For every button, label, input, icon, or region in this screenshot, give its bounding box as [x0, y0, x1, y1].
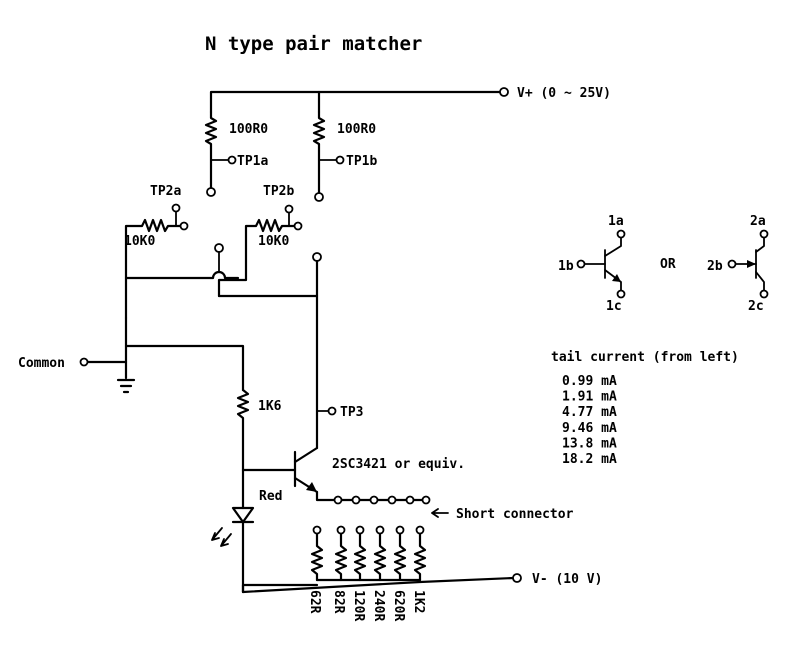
- emitter-arrow-icon: [306, 482, 317, 492]
- tail-current-value: 13.8 mA: [562, 436, 617, 451]
- tail-current-value: 0.99 mA: [562, 374, 617, 389]
- pin-2a-label: 2a: [750, 214, 766, 229]
- common-terminal: [79, 357, 89, 367]
- resistor-100r0-b: 100R0: [312, 110, 376, 195]
- short-connector-terminals-top: [333, 495, 431, 505]
- tail-current-value: 1.91 mA: [562, 390, 617, 405]
- tp3-terminal: [327, 406, 337, 416]
- emitter-resistor-labels: 62R 82R 120R 240R 620R 1K2: [307, 590, 426, 621]
- vminus-rail: V- (10 V): [241, 572, 602, 594]
- resistor-100r0-b-label: 100R0: [337, 122, 376, 137]
- emitter-resistor-label: 240R: [371, 590, 386, 621]
- pin-1a-label: 1a: [608, 214, 624, 229]
- resistor-100r0-a-label: 100R0: [229, 122, 268, 137]
- pin-1b-label: 1b: [558, 259, 574, 274]
- pinout-arrow-icon-1: [612, 274, 621, 282]
- tp1b-label: TP1b: [346, 154, 377, 169]
- vplus-terminal: [499, 87, 509, 97]
- tp1b-terminal: [335, 155, 345, 165]
- resistor-1k6-label: 1K6: [258, 399, 282, 414]
- tail-current-value: 18.2 mA: [562, 452, 617, 467]
- tp1a: TP1a: [206, 154, 268, 197]
- vminus-terminal: [512, 573, 522, 583]
- tp2a-label: TP2a: [150, 184, 181, 199]
- tp3: TP3: [316, 405, 363, 420]
- tp1a-label: TP1a: [237, 154, 268, 169]
- or-label: OR: [660, 257, 676, 272]
- light-arrow-icon-2: [220, 533, 232, 547]
- short-connector-label: Short connector: [456, 507, 574, 522]
- tail-current-heading: tail current (from left): [551, 350, 739, 365]
- resistor-10k0-b-label: 10K0: [258, 234, 289, 249]
- resistor-100r0-a: 100R0: [204, 110, 268, 190]
- resistor-10k0-b: 10K0: [217, 204, 303, 298]
- vplus-rail: V+ (0 ~ 25V): [209, 86, 611, 114]
- tail-current-value: 9.46 mA: [562, 421, 617, 436]
- resistor-1k6: 1K6: [236, 388, 282, 472]
- emitter-resistor-label: 82R: [331, 590, 346, 614]
- emitter-resistor-label: 1K2: [411, 590, 426, 613]
- vplus-label: V+ (0 ~ 25V): [517, 86, 611, 101]
- emitter-resistor-label: 62R: [307, 590, 322, 614]
- pinout-npn-2: 2a 2b 2c: [707, 214, 769, 314]
- tail-current-value: 4.77 mA: [562, 405, 617, 420]
- pin-2b-label: 2b: [707, 259, 723, 274]
- pinout-npn-1: 1a 1b 1c: [558, 214, 626, 314]
- common-label: Common: [18, 356, 65, 371]
- pin-1c-terminal: [214, 243, 224, 253]
- pin-2c-terminal: [312, 252, 322, 262]
- pin-1c-label: 1c: [606, 299, 622, 314]
- pin-1b-terminal: [179, 221, 189, 231]
- pointer-arrow-icon: [431, 508, 449, 518]
- pin-2b-terminal: [293, 221, 303, 231]
- vminus-label: V- (10 V): [532, 572, 602, 587]
- short-connector-terminals-bottom: [312, 525, 425, 535]
- led-label: Red: [259, 489, 282, 504]
- emitter-resistor-bank: [310, 532, 427, 582]
- emitter-resistor-label: 620R: [391, 590, 406, 621]
- tp1b: TP1b: [314, 154, 377, 202]
- tp1a-terminal: [227, 155, 237, 165]
- tp2b-terminal: [284, 204, 294, 214]
- led-red: Red: [211, 468, 282, 594]
- pin-2a-terminal: [314, 192, 324, 202]
- tp3-label: TP3: [340, 405, 363, 420]
- resistor-10k0-a: 10K0: [124, 203, 189, 320]
- pinout-arrow-icon-2: [747, 260, 756, 268]
- tp2b-label: TP2b: [263, 184, 294, 199]
- transistor-label: 2SC3421 or equiv.: [332, 457, 465, 472]
- tp2a-terminal: [171, 203, 181, 213]
- ground-icon: [116, 378, 136, 394]
- collector-bus: [124, 243, 322, 450]
- light-arrow-icon: [211, 527, 223, 541]
- pin-2c-label: 2c: [748, 299, 764, 314]
- emitter-selector: Short connector: [310, 490, 574, 582]
- transistor-2sc3421: 2SC3421 or equiv.: [241, 446, 465, 494]
- emitter-resistor-label: 120R: [351, 590, 366, 621]
- page-title: N type pair matcher: [205, 33, 422, 55]
- resistor-10k0-a-label: 10K0: [124, 234, 155, 249]
- pin-1a-terminal: [206, 187, 216, 197]
- common-node: Common: [18, 316, 245, 394]
